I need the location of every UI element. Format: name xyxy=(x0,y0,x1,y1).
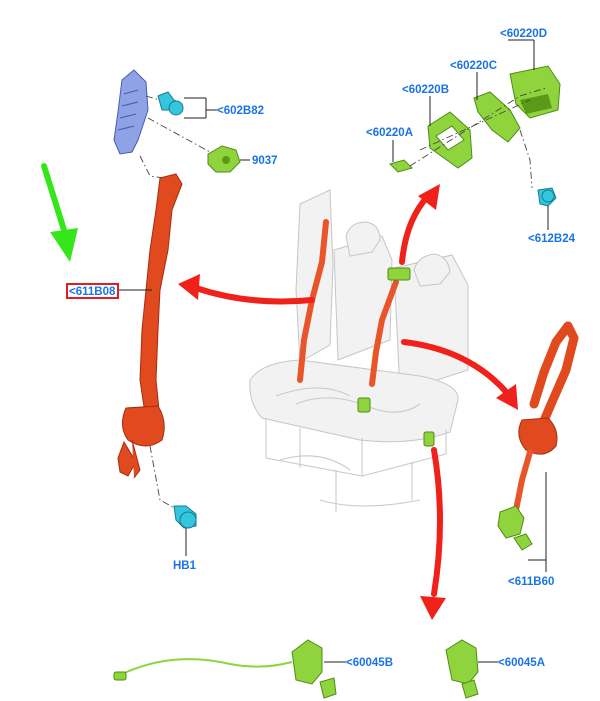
buckle-60045A-part xyxy=(445,639,479,699)
callout-60045B[interactable]: <60045B xyxy=(346,657,393,669)
callout-60220A[interactable]: <60220A xyxy=(366,127,413,139)
clip-9037-part xyxy=(207,145,241,173)
selected-callout-box xyxy=(66,283,119,299)
callout-60220D[interactable]: <60220D xyxy=(500,28,547,40)
bolt-602B82-part xyxy=(157,91,184,116)
buckle-60045B-part xyxy=(113,639,337,699)
callout-611B60[interactable]: <611B60 xyxy=(508,576,554,588)
bolt-HB1-part xyxy=(173,505,197,529)
callout-60220B[interactable]: <60220B xyxy=(402,84,449,96)
callout-9037[interactable]: 9037 xyxy=(252,155,278,167)
cover-60220D-part xyxy=(509,65,561,119)
callout-602B82[interactable]: <602B82 xyxy=(217,105,264,117)
housing-60220B-part xyxy=(427,111,473,169)
callout-612B24[interactable]: <612B24 xyxy=(528,233,576,245)
green-pointer-arrow xyxy=(41,163,78,262)
belt-611B60-part xyxy=(497,321,579,551)
callout-60220C[interactable]: <60220C xyxy=(450,60,497,72)
belt-611B08-part xyxy=(117,173,183,479)
flow-arrows xyxy=(178,184,518,620)
bolt-612B24-part xyxy=(537,187,557,207)
callout-60045A[interactable]: <60045A xyxy=(498,657,545,669)
callout-HB1[interactable]: HB1 xyxy=(173,560,197,572)
seat-assembly-ghost xyxy=(249,189,469,512)
tab-60220A-part xyxy=(389,159,413,173)
callout-611B08[interactable]: <611B08 xyxy=(69,286,116,298)
bracket-60220C-part xyxy=(473,91,521,143)
upper-rail-part xyxy=(113,69,149,155)
